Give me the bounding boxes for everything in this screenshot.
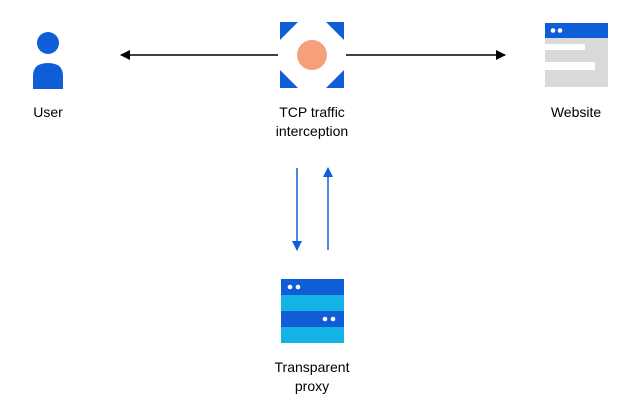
- user-label-text: User: [33, 104, 63, 120]
- tcp-interception-label: TCP traffic interception: [252, 103, 372, 141]
- tcp-interception-label-line1: TCP traffic: [279, 104, 345, 120]
- user-label: User: [20, 103, 76, 122]
- transparent-proxy-label: Transparent proxy: [252, 358, 372, 396]
- website-label: Website: [540, 103, 612, 122]
- browser-window-icon: [545, 23, 608, 87]
- server-stack-icon: [281, 279, 344, 343]
- transparent-proxy-label-line1: Transparent: [274, 359, 350, 375]
- website-label-text: Website: [550, 104, 602, 120]
- transparent-proxy-label-line2: proxy: [294, 378, 330, 394]
- user-icon: [33, 32, 63, 89]
- interception-target-icon: [280, 22, 344, 88]
- tcp-interception-label-line2: interception: [275, 123, 349, 139]
